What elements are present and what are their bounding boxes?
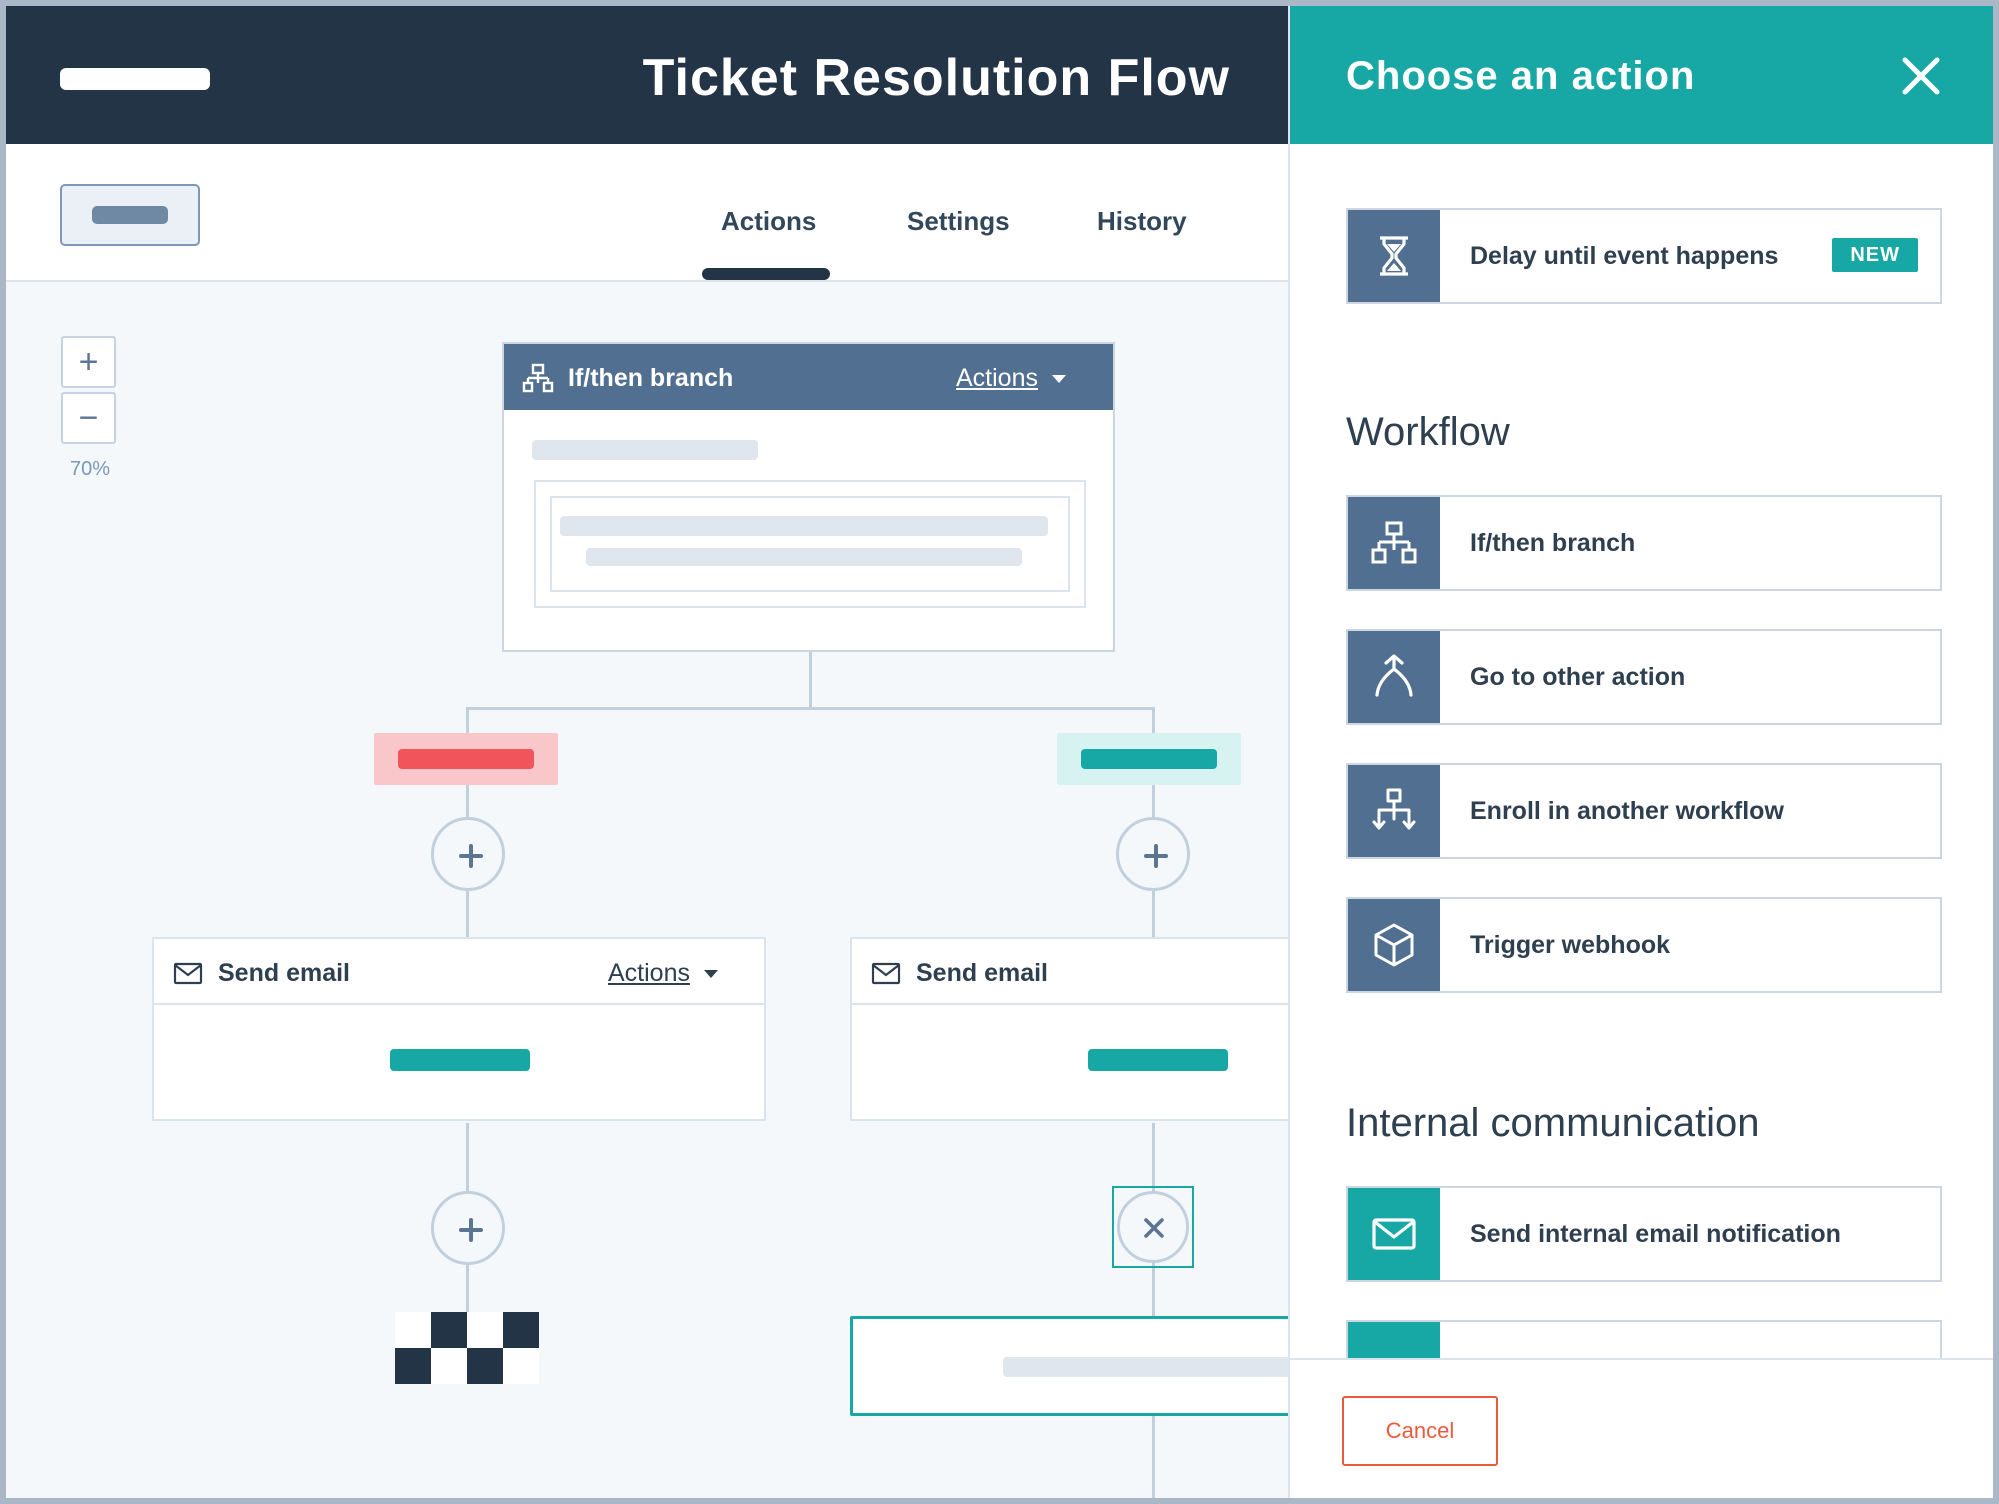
go-to-icon [1375, 654, 1413, 697]
action-icon-box [1348, 497, 1440, 589]
cancel-button[interactable]: Cancel [1342, 1396, 1498, 1466]
action-icon-box [1348, 765, 1440, 857]
workflow-editor: Ticket Resolution Flow Actions Settings … [6, 6, 1288, 1498]
selection-box [1112, 1186, 1194, 1268]
send-email-card-header: Send email [852, 939, 1288, 1005]
condition-inner-box [550, 496, 1070, 592]
email-name-placeholder [390, 1049, 530, 1071]
top-bar: Ticket Resolution Flow [6, 6, 1288, 144]
envelope-icon [871, 962, 901, 985]
text-placeholder [560, 516, 1048, 536]
add-action-button[interactable] [1116, 817, 1190, 891]
branch-card-actions-label: Actions [956, 364, 1038, 392]
close-panel-button[interactable] [1899, 54, 1943, 98]
action-label: Trigger webhook [1470, 931, 1671, 959]
zoom-in-button[interactable]: + [61, 336, 116, 388]
section-title-workflow: Workflow [1346, 410, 1510, 454]
action-delay-until-event[interactable]: Delay until event happens NEW [1346, 208, 1942, 304]
page-title: Ticket Resolution Flow [642, 49, 1230, 107]
send-email-card[interactable]: Send email Actions [152, 937, 766, 1121]
new-badge: NEW [1832, 238, 1918, 272]
tab-settings[interactable]: Settings [907, 206, 1010, 236]
branch-card-title: If/then branch [568, 364, 734, 392]
finish-flag-icon [395, 1312, 539, 1384]
send-email-card[interactable]: Send email [850, 937, 1288, 1121]
panel-footer: Cancel [1290, 1358, 1993, 1498]
action-trigger-webhook[interactable]: Trigger webhook [1346, 897, 1942, 993]
action-label: Send internal email notification [1470, 1220, 1841, 1248]
send-email-card-header: Send email Actions [154, 939, 764, 1005]
send-email-card-title: Send email [218, 959, 350, 987]
action-icon-box [1348, 210, 1440, 302]
email-name-placeholder [1088, 1049, 1228, 1071]
logo-placeholder[interactable] [60, 68, 210, 90]
remove-action-button[interactable] [1117, 1191, 1189, 1263]
app-frame: Ticket Resolution Flow Actions Settings … [6, 6, 1993, 1498]
connector-line [466, 707, 1155, 710]
text-placeholder [586, 548, 1022, 566]
send-email-card-title: Send email [916, 959, 1048, 987]
send-email-actions-menu[interactable]: Actions [608, 959, 718, 988]
action-label: If/then branch [1470, 529, 1636, 557]
branch-tag-label-placeholder [398, 749, 534, 769]
action-label: Delay until event happens [1470, 242, 1779, 270]
branch-card-actions-menu[interactable]: Actions [956, 364, 1066, 393]
cube-icon [1374, 923, 1414, 967]
text-placeholder [532, 440, 758, 460]
zoom-out-button[interactable]: − [61, 392, 116, 444]
new-action-placeholder-card[interactable] [850, 1316, 1288, 1416]
section-title-internal-communication: Internal communication [1346, 1101, 1760, 1145]
tab-actions[interactable]: Actions [721, 206, 817, 236]
panel-header: Choose an action [1290, 6, 1993, 144]
branch-tag-yes[interactable] [1057, 733, 1241, 785]
envelope-icon [173, 962, 203, 985]
branch-icon [1371, 521, 1417, 564]
connector-line [809, 650, 812, 710]
tab-bar: Actions Settings History [6, 144, 1288, 282]
branch-card-header: If/then branch Actions [504, 344, 1113, 410]
action-enroll-in-workflow[interactable]: Enroll in another workflow [1346, 763, 1942, 859]
chevron-down-icon [1051, 375, 1066, 384]
branch-icon [522, 363, 554, 393]
active-tab-indicator [702, 268, 830, 280]
tab-history[interactable]: History [1097, 206, 1187, 236]
zoom-level: 70% [69, 458, 111, 480]
condition-box [534, 480, 1086, 608]
add-action-button[interactable] [431, 817, 505, 891]
chevron-down-icon [703, 970, 718, 979]
connector-line [1152, 1414, 1155, 1498]
send-email-actions-label: Actions [608, 959, 690, 987]
panel-title: Choose an action [1346, 54, 1696, 98]
enroll-icon [1372, 788, 1416, 830]
close-icon [1144, 1218, 1164, 1238]
action-send-internal-email[interactable]: Send internal email notification [1346, 1186, 1942, 1282]
back-button-label-placeholder [92, 206, 168, 224]
branch-tag-label-placeholder [1081, 749, 1217, 769]
hourglass-icon [1380, 236, 1408, 276]
action-label: Go to other action [1470, 663, 1686, 691]
action-if-then-branch[interactable]: If/then branch [1346, 495, 1942, 591]
action-label: Enroll in another workflow [1470, 797, 1784, 825]
branch-tag-no[interactable] [374, 733, 558, 785]
choose-action-panel: Choose an action Delay until event happe… [1288, 6, 1993, 1498]
add-action-button[interactable] [431, 1191, 505, 1265]
action-icon-box [1348, 631, 1440, 723]
if-then-branch-card[interactable]: If/then branch Actions [502, 342, 1115, 652]
text-placeholder [1003, 1357, 1288, 1377]
action-go-to-other-action[interactable]: Go to other action [1346, 629, 1942, 725]
back-button[interactable] [60, 184, 200, 246]
action-icon-box [1348, 899, 1440, 991]
action-icon-box [1348, 1188, 1440, 1280]
envelope-icon [1372, 1218, 1416, 1250]
